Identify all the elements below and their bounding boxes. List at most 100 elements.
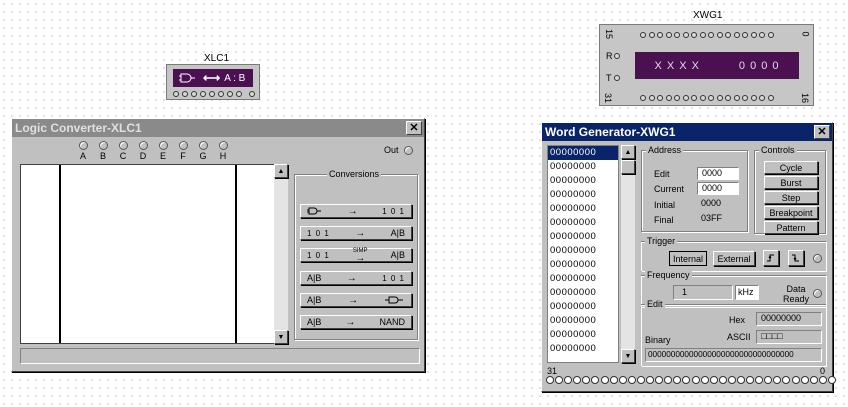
list-item[interactable]: 00000000: [550, 259, 597, 270]
output-pin[interactable]: [727, 376, 736, 384]
list-item[interactable]: 00000000: [550, 203, 597, 214]
pin[interactable]: [767, 32, 774, 38]
pin[interactable]: [750, 32, 757, 38]
circuit-to-truth-table-button[interactable]: → 1 0 1: [300, 204, 412, 218]
output-pin[interactable]: [755, 376, 764, 384]
expression-to-nand-button[interactable]: A|B → NAND: [300, 315, 412, 329]
output-pin[interactable]: [682, 376, 691, 384]
input-terminal-f[interactable]: F: [178, 141, 188, 161]
pin[interactable]: [725, 32, 731, 38]
input-terminal-g[interactable]: G: [198, 141, 208, 161]
pin[interactable]: [236, 91, 242, 97]
output-pin[interactable]: [800, 376, 809, 384]
output-pin[interactable]: [827, 376, 836, 384]
pin[interactable]: [200, 91, 206, 97]
pattern-button[interactable]: Pattern: [764, 221, 818, 234]
scroll-thumb[interactable]: [621, 160, 635, 174]
pin[interactable]: [699, 95, 706, 101]
pin[interactable]: [742, 32, 748, 38]
data-ready-terminal[interactable]: [813, 289, 822, 298]
pin[interactable]: [191, 91, 197, 97]
pin[interactable]: [699, 32, 706, 38]
output-pin[interactable]: [736, 376, 745, 384]
input-terminal-b[interactable]: B: [98, 141, 108, 161]
pin[interactable]: [725, 95, 731, 101]
expression-to-truth-table-button[interactable]: A|B → 1 0 1: [300, 271, 412, 285]
output-pin[interactable]: [555, 376, 564, 384]
frequency-input[interactable]: 1: [673, 285, 733, 300]
list-item[interactable]: 00000000: [550, 189, 597, 200]
truth-table[interactable]: [20, 164, 287, 344]
pin[interactable]: [691, 95, 697, 101]
pin[interactable]: [640, 32, 646, 38]
scroll-down-button[interactable]: ▼: [621, 349, 635, 363]
expression-to-circuit-button[interactable]: A|B →: [300, 293, 412, 307]
output-pin[interactable]: [746, 376, 755, 384]
output-pin[interactable]: [709, 376, 718, 384]
output-pin[interactable]: [582, 376, 591, 384]
pin[interactable]: [759, 95, 765, 101]
truth-table-to-simplified-expression-button[interactable]: 1 0 1 SIMP → A|B: [300, 248, 412, 264]
pin[interactable]: [227, 91, 233, 97]
pin[interactable]: [767, 95, 774, 101]
ascii-input[interactable]: □□□□: [756, 330, 822, 344]
output-pin[interactable]: [764, 376, 773, 384]
breakpoint-button[interactable]: Breakpoint: [764, 206, 818, 219]
trigger-terminal[interactable]: [813, 254, 822, 263]
output-terminal[interactable]: Out: [384, 145, 413, 155]
pin[interactable]: [716, 95, 723, 101]
list-item[interactable]: 00000000: [550, 343, 597, 354]
pin[interactable]: [657, 95, 663, 101]
falling-edge-button[interactable]: [788, 250, 804, 266]
input-terminal-e[interactable]: E: [158, 141, 168, 161]
output-pin[interactable]: [818, 376, 827, 384]
input-terminal-h[interactable]: H: [218, 141, 228, 161]
output-pin[interactable]: [646, 376, 655, 384]
pin[interactable]: [733, 32, 740, 38]
pin-r[interactable]: [614, 53, 620, 59]
list-item[interactable]: 00000000: [550, 217, 597, 228]
pin[interactable]: [665, 95, 672, 101]
pin[interactable]: [648, 95, 655, 101]
edit-address-input[interactable]: 0000: [697, 167, 739, 180]
logic-converter-titlebar[interactable]: Logic Converter-XLC1 ✕: [12, 119, 424, 137]
rising-edge-button[interactable]: [763, 250, 779, 266]
pin[interactable]: [665, 32, 672, 38]
step-button[interactable]: Step: [764, 191, 818, 204]
output-pin[interactable]: [600, 376, 609, 384]
output-pin[interactable]: [664, 376, 673, 384]
list-item[interactable]: 00000000: [548, 146, 618, 160]
pin[interactable]: [640, 95, 646, 101]
list-item[interactable]: 00000000: [550, 329, 597, 340]
output-pin[interactable]: [655, 376, 664, 384]
list-item[interactable]: 00000000: [550, 273, 597, 284]
output-pin[interactable]: [773, 376, 782, 384]
pin[interactable]: [657, 32, 663, 38]
pin[interactable]: [682, 32, 689, 38]
pin[interactable]: [218, 91, 224, 97]
pin[interactable]: [708, 95, 714, 101]
pin[interactable]: [759, 32, 765, 38]
pin[interactable]: [682, 95, 689, 101]
truth-table-scrollbar[interactable]: ▲ ▼: [274, 164, 288, 344]
output-pin[interactable]: [564, 376, 573, 384]
list-item[interactable]: 00000000: [550, 175, 597, 186]
output-pin[interactable]: [700, 376, 709, 384]
pin[interactable]: [750, 95, 757, 101]
burst-button[interactable]: Burst: [764, 176, 818, 189]
output-pin[interactable]: [809, 376, 818, 384]
scroll-down-button[interactable]: ▼: [274, 330, 288, 344]
output-pin[interactable]: [573, 376, 582, 384]
pin-t[interactable]: [614, 75, 620, 81]
pin[interactable]: [742, 95, 748, 101]
pin[interactable]: [733, 95, 740, 101]
output-pin[interactable]: [636, 376, 645, 384]
input-terminal-a[interactable]: A: [78, 141, 88, 161]
list-item[interactable]: 00000000: [550, 315, 597, 326]
frequency-unit-select[interactable]: kHz: [735, 285, 759, 300]
pin[interactable]: [674, 32, 680, 38]
cycle-button[interactable]: Cycle: [764, 161, 818, 174]
output-pin[interactable]: [718, 376, 727, 384]
word-generator-symbol[interactable]: 15 R T 31 0 16 X X X X 0 0 0 0: [599, 24, 814, 106]
pin[interactable]: [249, 91, 255, 97]
